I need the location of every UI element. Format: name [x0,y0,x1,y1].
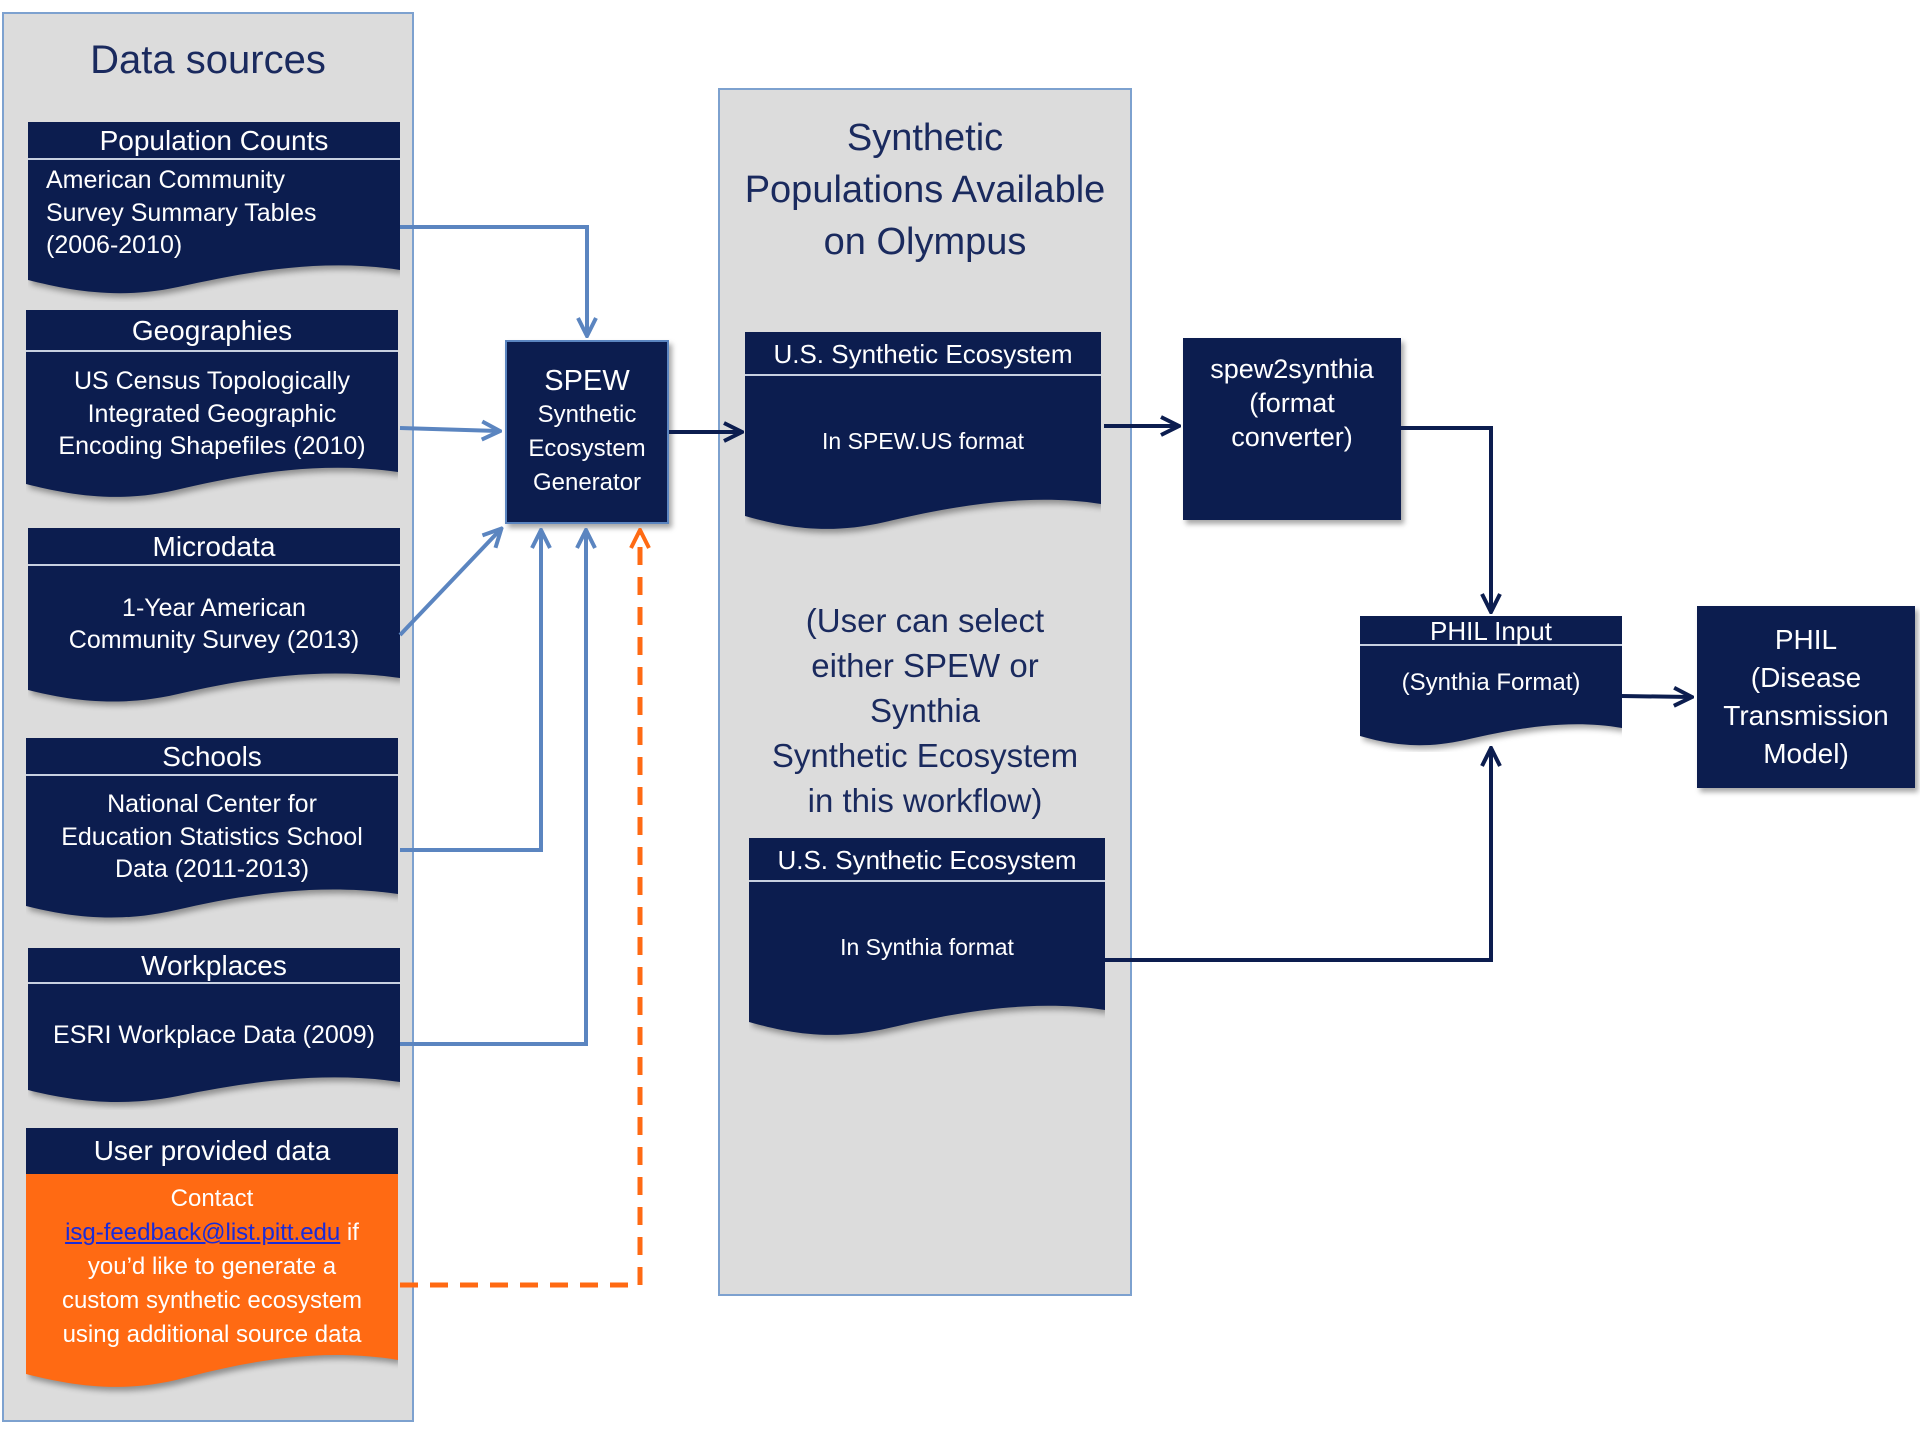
ecosystem-header: U.S. Synthetic Ecosystem [749,838,1105,882]
olympus-panel: Synthetic Populations Available on Olymp… [718,88,1132,1296]
ecosystem-synthia: U.S. Synthetic Ecosystem In Synthia form… [749,838,1105,1048]
arrow-microdata-to-spew [398,530,500,637]
converter-line: spew2synthia [1210,354,1374,384]
spew-line: Synthetic [537,401,637,428]
spew-generator-box: SPEW Synthetic Ecosystem Generator [505,340,669,524]
olympus-title-line: on Olympus [823,221,1027,263]
spew2synthia-box: spew2synthia (format converter) [1183,338,1401,520]
source-line: American Community [46,166,285,194]
olympus-title-line: Populations Available [744,169,1106,211]
user-data-text: Contact isg-feedback@list.pitt.edu if yo… [26,1182,398,1352]
olympus-note: (User can select either SPEW or Synthia … [720,598,1130,823]
source-text: ESRI Workplace Data (2009) [28,988,400,1082]
source-line: Survey Summary Tables [46,198,317,227]
arrow-population-to-spew [400,225,587,334]
spew-line: Generator [532,469,642,496]
note-line: Synthetic Ecosystem [771,737,1079,774]
phil-input: PHIL Input (Synthia Format) [1360,616,1622,752]
phil-model-box: PHIL (Disease Transmission Model) [1697,606,1915,788]
source-line: Encoding Shapefiles (2010) [58,432,366,461]
phil-line: PHIL [1774,624,1838,655]
source-header: Population Counts [28,122,400,160]
document-shape [749,838,1105,1035]
source-line: Education Statistics School [61,822,363,851]
phil-line: Model) [1763,738,1849,769]
document-shape [28,122,400,294]
source-text: National Center for Education Statistics… [26,780,398,894]
data-sources-title: Data sources [90,38,326,82]
source-microdata: Microdata 1-Year American Community Surv… [28,528,400,712]
source-text: American Community Survey Summary Tables… [28,164,400,270]
document-shape [26,738,398,918]
source-text: US Census Topologically Integrated Geogr… [26,356,398,472]
user-data-line: Contact [170,1185,254,1212]
arrow-synthia-to-phil-input [1105,750,1491,962]
converter-line: (format [1249,388,1335,418]
source-line: National Center for [107,790,317,819]
ecosystem-text: In SPEW.US format [822,428,1024,455]
note-line: (User can select [805,602,1045,639]
spew-line: Ecosystem [528,435,646,462]
note-line: either SPEW or [811,647,1039,684]
document-shape [26,310,398,497]
source-line: Community Survey (2013) [68,626,360,654]
ecosystem-header: U.S. Synthetic Ecosystem [745,332,1101,376]
user-data-line: custom synthetic ecosystem [61,1287,363,1314]
source-line: 1-Year American [122,593,306,622]
ecosystem-spew-us: U.S. Synthetic Ecosystem In SPEW.US form… [745,332,1101,542]
arrow-schools-to-spew [400,532,541,852]
user-data-email-line: isg-feedback@list.pitt.edu if [65,1216,359,1250]
source-line: Integrated Geographic [87,399,337,428]
source-line: (2006-2010) [46,231,183,259]
source-line: ESRI Workplace Data (2009) [53,1020,375,1049]
arrow-workplaces-to-spew [400,532,586,1046]
source-header: Schools [26,738,398,776]
note-line: Synthia [869,692,981,729]
source-line: US Census Topologically [73,367,351,396]
arrow-geographies-to-spew [399,428,498,431]
source-user-provided: User provided data Contact isg-feedback@… [26,1128,398,1408]
document-shape [28,528,400,702]
arrow-phil-input-to-phil [1621,696,1690,697]
phil-input-text: (Synthia Format) [1401,669,1581,697]
source-header: Geographies [26,310,398,352]
phil-line: Transmission [1723,700,1889,731]
user-data-line: if [340,1219,359,1246]
olympus-title: Synthetic Populations Available on Olymp… [720,112,1130,268]
converter-line: converter) [1231,422,1353,452]
document-shape [745,332,1101,529]
ecosystem-text: In Synthia format [840,934,1014,961]
document-shape [28,948,400,1103]
feedback-email-link[interactable]: isg-feedback@list.pitt.edu [65,1219,341,1246]
source-header: Workplaces [28,948,400,984]
user-data-line: using additional source data [62,1321,362,1348]
arrow-user-data-to-spew [400,532,640,1288]
source-header: User provided data [26,1128,398,1174]
source-text: 1-Year American Community Survey (2013) [28,570,400,678]
spew-title: SPEW [544,365,630,397]
user-data-line: you’d like to generate a [87,1253,337,1280]
source-schools: Schools National Center for Education St… [26,738,398,928]
phil-line: (Disease [1750,662,1862,693]
document-shape [1360,616,1622,746]
source-header: Microdata [28,528,400,566]
source-workplaces: Workplaces ESRI Workplace Data (2009) [28,948,400,1110]
arrow-converter-to-phil-input [1401,426,1491,610]
source-line: Data (2011-2013) [114,855,310,884]
phil-input-header: PHIL Input [1360,616,1622,646]
olympus-title-line: Synthetic [846,117,1004,159]
source-geographies: Geographies US Census Topologically Inte… [26,310,398,510]
source-population-counts: Population Counts American Community Sur… [28,122,400,302]
note-line: in this workflow) [807,782,1043,819]
